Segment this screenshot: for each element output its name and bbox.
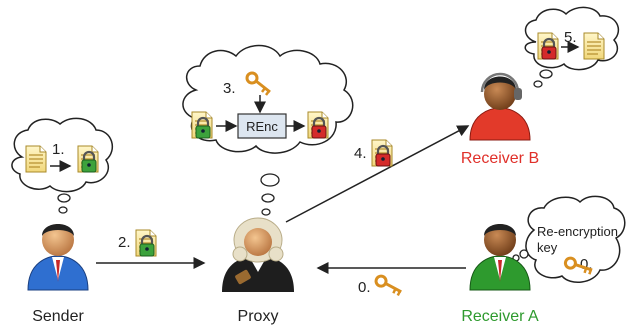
document-icon <box>25 145 47 173</box>
proxy-to-receiver-b-arrow <box>285 125 470 223</box>
proxy-label: Proxy <box>238 308 279 325</box>
receiver-a-label: Receiver A <box>461 308 539 325</box>
renc-box <box>237 113 287 139</box>
step-4-label: 4. <box>354 145 367 162</box>
step-5-label: 5. <box>564 29 577 46</box>
sender-user-icon <box>27 224 89 291</box>
sender-thought-cloud <box>11 117 114 214</box>
reencryption-key-label-line1: Re-encryption <box>537 224 618 239</box>
proxy-judge-icon <box>222 217 294 292</box>
sender-label: Sender <box>32 308 84 325</box>
step-1-label: 1. <box>52 141 65 158</box>
key-icon <box>373 271 404 301</box>
document-icon <box>583 32 605 60</box>
renc-label: REnc <box>246 119 278 134</box>
step-2-label: 2. <box>118 234 131 251</box>
step-3-label: 3. <box>223 80 236 97</box>
receiver-a-user-icon <box>469 224 531 291</box>
reencryption-key-label-line2: key <box>537 240 558 255</box>
step-0-arrow-label: 0. <box>358 279 371 296</box>
receiver-b-label: Receiver B <box>461 150 539 167</box>
receiver-b-headset-user-icon <box>469 72 531 141</box>
